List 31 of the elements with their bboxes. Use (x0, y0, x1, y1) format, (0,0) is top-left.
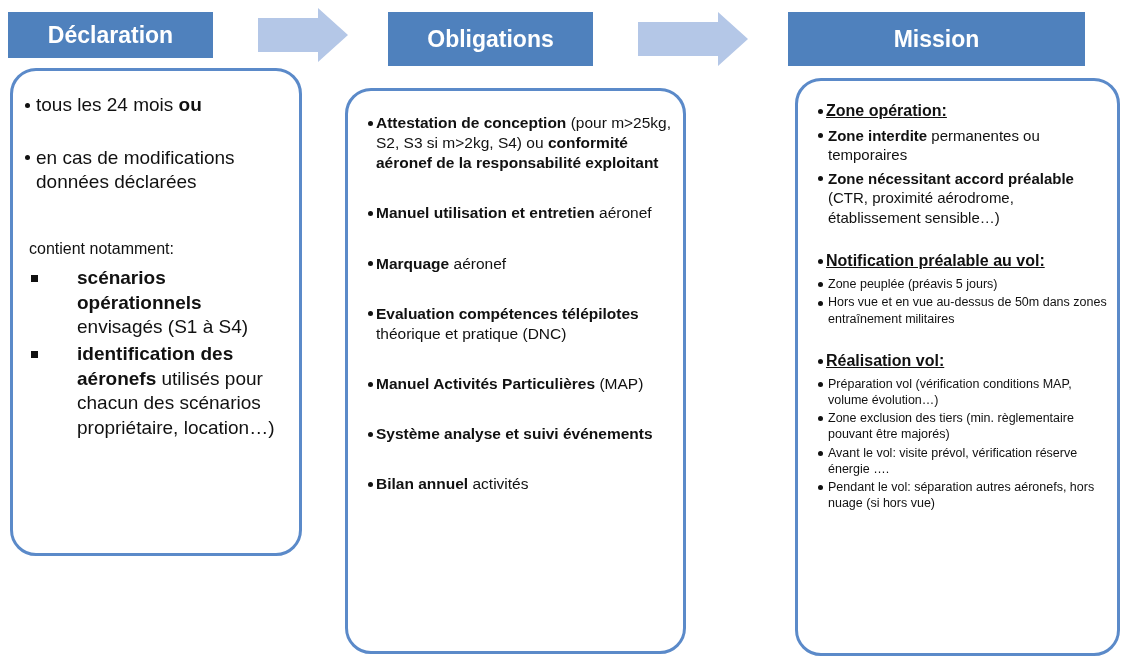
bullet-text: Marquage aéronef (368, 253, 673, 274)
bullet-text: Zone nécessitant accord préalable (CTR, proximité aérodrome, établissement sensible…) (818, 168, 1109, 228)
section-heading: Réalisation vol: (818, 350, 1109, 372)
bullet-text: Système analyse et suivi événements (368, 424, 673, 445)
bullet-text: Préparation vol (vérification conditions MAP, volume évolution…) (818, 375, 1109, 409)
bullet-text: Zone peuplée (préavis 5 jours) (818, 276, 1109, 293)
section-heading: Zone opération: (818, 101, 1109, 122)
step-header: Déclaration (8, 12, 213, 58)
bullet-text: scénarios opérationnels envisagés (S1 à S4) (25, 265, 289, 340)
content-panel (10, 68, 302, 556)
bullet-text: Zone exclusion des tiers (min. règlementaire pouvant être majorés) (818, 410, 1109, 443)
block-arrow (258, 8, 348, 62)
step-header: Mission (788, 12, 1085, 66)
step-header: Obligations (388, 12, 593, 66)
bullet-text: tous les 24 mois ou (25, 93, 289, 118)
content-panel (795, 78, 1120, 656)
bullet-text: Bilan annuel activités (368, 474, 673, 495)
bullet-text: Evaluation compétences télépilotes théorique et pratique (DNC) (368, 303, 673, 344)
block-arrow (638, 12, 748, 66)
bullet-text: en cas de modifications données déclarées (25, 145, 289, 196)
bullet-text: identification des aéronefs utilisés pour chacun des scénarios propriétaire, location…) (25, 341, 289, 441)
content-panel (345, 88, 686, 654)
bullet-text: Pendant le vol: séparation autres aéronefs, hors nuage (si hors vue) (818, 479, 1109, 512)
bullet-text: Zone interdite permanentes ou temporaires (818, 125, 1109, 165)
bullet-text: Attestation de conception (pour m>25kg, S2, S3 si m>2kg, S4) ou conformité aéronef de la responsabilité exploitant (368, 113, 673, 174)
bullet-text: Manuel utilisation et entretien aéronef (368, 203, 673, 224)
bullet-text: Manuel Activités Particulières (MAP) (368, 374, 673, 395)
section-heading: Notification préalable au vol: (818, 251, 1109, 273)
note-text: contient notamment: (28, 239, 175, 260)
bullet-text: Hors vue et en vue au-dessus de 50m dans zones entraînement militaires (818, 294, 1109, 327)
bullet-text: Avant le vol: visite prévol, vérification réserve énergie …. (818, 444, 1109, 478)
